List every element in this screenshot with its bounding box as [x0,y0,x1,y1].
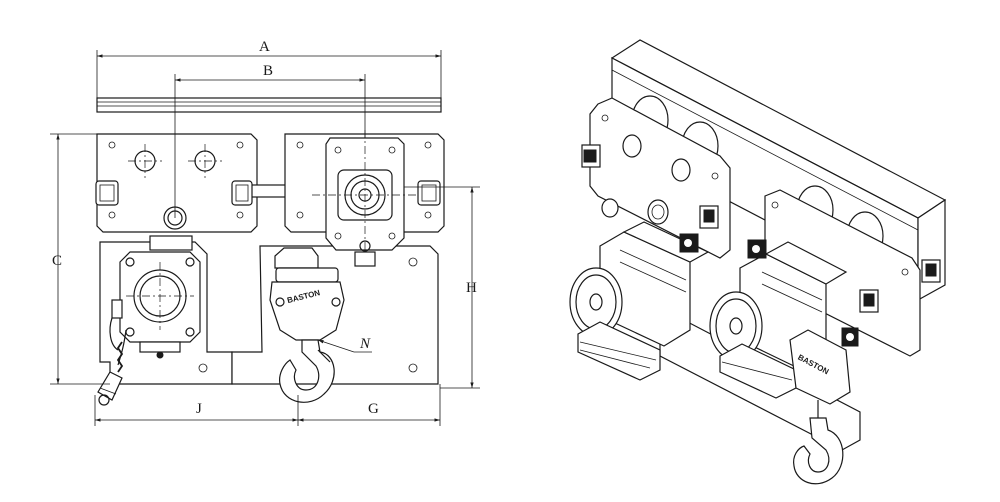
dimension-label-j: J [196,401,202,417]
dimension-label-c: C [52,253,62,269]
isometric-view: BASTON [569,39,947,485]
dimension-label-n: N [359,336,371,352]
left-trolley-plate [96,133,258,233]
iso-hook-block: BASTON [789,329,851,485]
dimension-label-b: B [263,63,273,79]
front-view: BASTON [50,39,480,426]
hook-block-front: BASTON [269,247,345,403]
rail-beam [96,97,442,113]
dimension-label-a: A [259,39,270,55]
dimension-label-g: G [368,401,379,417]
pendant-control [97,329,127,406]
iso-front-plate [581,97,731,259]
hoist-motor-front [109,235,201,359]
dimension-lines [50,50,480,426]
dimension-label-h: H [466,280,477,296]
iso-motor-left [569,221,710,381]
